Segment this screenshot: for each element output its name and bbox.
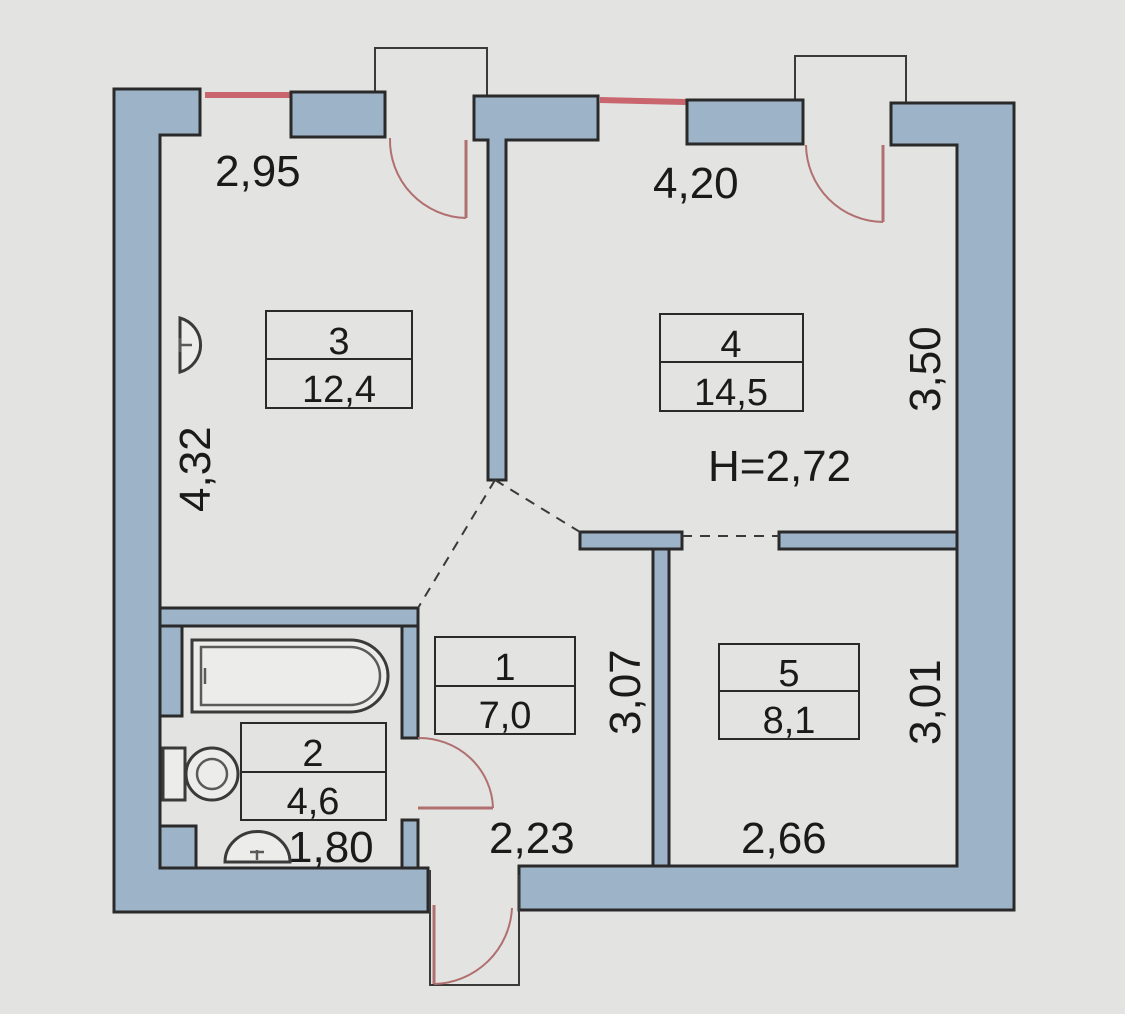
- room-3-label: 3 12,4: [265, 310, 413, 411]
- dim-room4-width: 4,20: [653, 159, 739, 208]
- dim-room3-width: 2,95: [215, 147, 301, 196]
- room-area: 4,6: [287, 781, 340, 823]
- room-number: 2: [302, 733, 323, 775]
- room-1-label: 1 7,0: [434, 636, 576, 737]
- dim-room5-length: 3,01: [901, 659, 950, 745]
- radiator-icon: [178, 316, 203, 374]
- room-area: 12,4: [302, 369, 376, 411]
- room-area: 14,5: [694, 372, 768, 414]
- room-number: 1: [494, 647, 515, 689]
- dim-room5-width: 2,66: [741, 814, 827, 863]
- dim-hall-width: 2,23: [489, 814, 575, 863]
- ceiling-height: H=2,72: [708, 442, 851, 491]
- dimensions: 2,95 4,20 H=2,72 2,23 1,80 2,66 4,32 3,5…: [171, 147, 950, 872]
- zone-boundaries: [417, 479, 779, 609]
- room-4-label: 4 14,5: [659, 313, 804, 414]
- room-number: 5: [778, 653, 799, 695]
- room-area: 8,1: [763, 700, 816, 742]
- toilet: [161, 746, 240, 802]
- dim-room4-length: 3,50: [901, 326, 950, 412]
- outer-walls: [112, 87, 1016, 914]
- sink-icon: [223, 830, 292, 864]
- room-2-label: 2 4,6: [240, 722, 387, 823]
- room-area: 7,0: [479, 695, 532, 737]
- inner-walls: [158, 530, 959, 870]
- room-number: 4: [720, 324, 741, 366]
- dim-hall-length: 3,07: [601, 649, 650, 735]
- dim-room3-length: 4,32: [171, 426, 220, 512]
- dim-bath-width: 1,80: [288, 823, 374, 872]
- bathtub: [190, 638, 390, 714]
- window-room4: [599, 97, 687, 105]
- room-number: 3: [328, 321, 349, 363]
- balcony-door-frame-left: [374, 47, 488, 100]
- doors: [388, 137, 885, 985]
- balcony-door-frame-right: [794, 55, 907, 103]
- entrance-door-frame: [429, 870, 520, 986]
- room-5-label: 5 8,1: [718, 643, 860, 742]
